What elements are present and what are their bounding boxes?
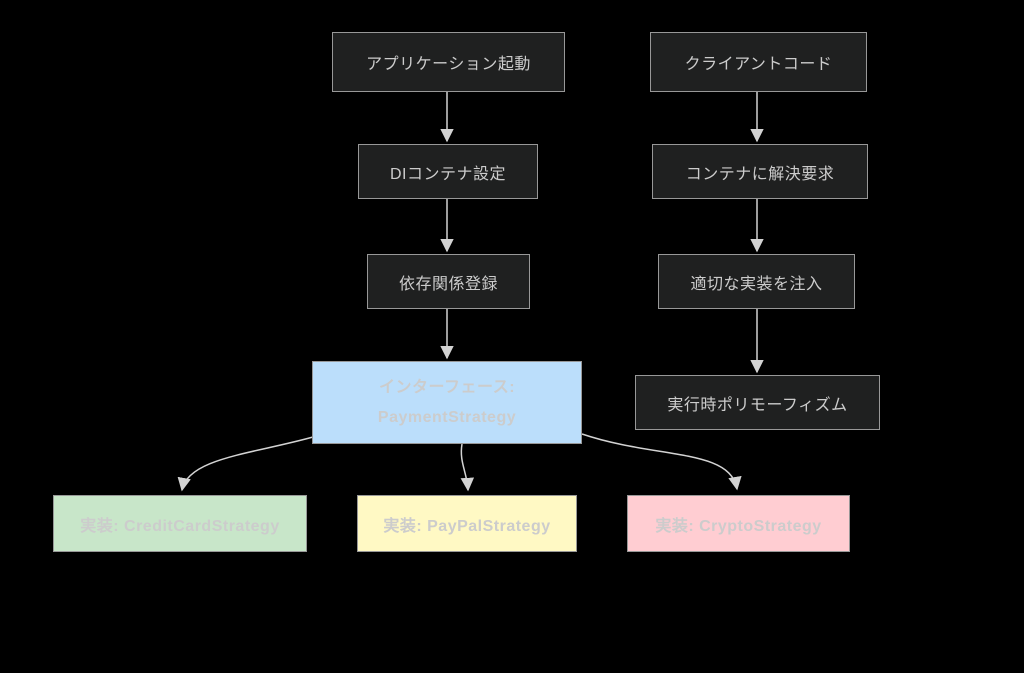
node-runtime-polymorphism-label: 実行時ポリモーフィズム [667, 396, 848, 414]
node-app-start: アプリケーション起動 [332, 32, 565, 92]
node-dep-register-label: 依存関係登録 [398, 275, 498, 293]
node-inject-impl: 適切な実装を注入 [658, 254, 855, 309]
node-inject-impl-label: 適切な実装を注入 [690, 275, 823, 293]
node-client-code: クライアントコード [650, 32, 867, 92]
node-client-code-label: クライアントコード [684, 56, 833, 73]
node-dep-register: 依存関係登録 [367, 254, 530, 309]
node-crypto-strategy: 実装: CryptoStrategy [627, 495, 850, 552]
node-resolve-request-label: コンテナに解決要求 [685, 165, 835, 183]
node-paypal-strategy: 実装: PayPalStrategy [357, 495, 577, 552]
node-interface-payment-strategy: インターフェース: PaymentStrategy [312, 361, 582, 444]
node-crypto-strategy-label: 実装: CryptoStrategy [655, 517, 822, 535]
node-di-setup-label: DIコンテナ設定 [389, 165, 506, 183]
node-runtime-polymorphism: 実行時ポリモーフィズム [635, 375, 880, 430]
node-paypal-strategy-label: 実装: PayPalStrategy [383, 517, 551, 535]
node-interface-label-line2: PaymentStrategy [377, 408, 517, 426]
node-credit-card-strategy-label: 実装: CreditCardStrategy [80, 517, 280, 535]
node-app-start-label: アプリケーション起動 [366, 56, 531, 73]
edge-interface-to-credit-card [177, 436, 314, 492]
node-interface-label-line1: インターフェース: [378, 378, 516, 396]
node-di-setup: DIコンテナ設定 [358, 144, 538, 199]
node-credit-card-strategy: 実装: CreditCardStrategy [53, 495, 307, 552]
edge-interface-to-paypal [460, 443, 475, 492]
edge-interface-to-crypto [581, 433, 742, 491]
node-resolve-request: コンテナに解決要求 [652, 144, 868, 199]
